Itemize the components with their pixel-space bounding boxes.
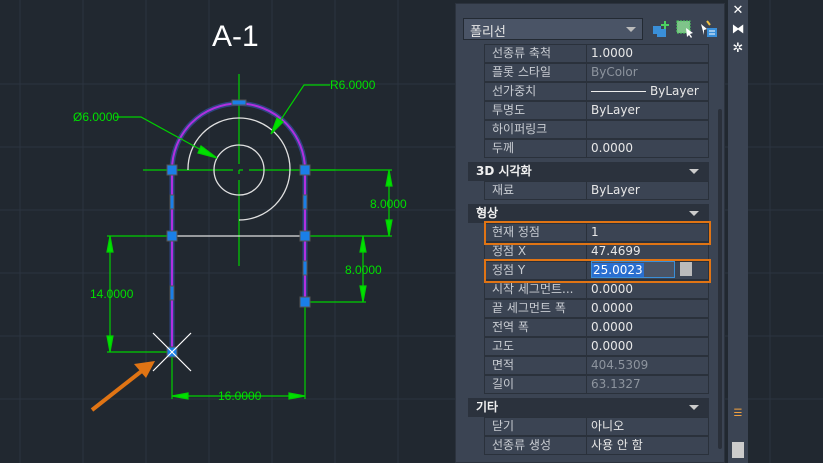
prop-value[interactable]: 47.4699 xyxy=(591,244,641,258)
section-geometry[interactable]: 형상 xyxy=(468,204,709,223)
prop-row[interactable]: 전역 폭 0.0000 xyxy=(484,318,709,337)
prop-label: 끝 세그먼트 폭 xyxy=(485,300,587,317)
lineweight-sample xyxy=(591,91,646,92)
select-objects-icon[interactable] xyxy=(676,20,694,38)
prop-label: 면적 xyxy=(485,357,587,374)
highlight-vertex-y xyxy=(484,259,711,283)
crosshair-cursor-icon xyxy=(152,332,192,372)
inner-circle[interactable] xyxy=(213,144,265,196)
close-icon[interactable]: ✕ xyxy=(732,3,744,18)
quick-select-icon[interactable] xyxy=(652,20,670,38)
panel-icon[interactable] xyxy=(732,442,744,458)
prop-label: 하이퍼링크 xyxy=(485,121,587,138)
prop-label: 투명도 xyxy=(485,102,587,119)
prop-value[interactable]: 0.0000 xyxy=(591,301,633,315)
prop-row[interactable]: 길이 63.1327 xyxy=(484,375,709,394)
dim-14-text: 14.0000 xyxy=(90,287,134,301)
prop-value: ByColor xyxy=(591,65,638,79)
prop-label: 두께 xyxy=(485,140,587,157)
prop-value[interactable]: 0.0000 xyxy=(591,339,633,353)
prop-row[interactable]: 끝 세그먼트 폭 0.0000 xyxy=(484,299,709,318)
orange-arrow-icon xyxy=(90,361,155,412)
prop-row[interactable]: 고도 0.0000 xyxy=(484,337,709,356)
prop-row[interactable]: 투명도 ByLayer xyxy=(484,101,709,120)
prop-value: ByLayer xyxy=(587,83,708,100)
prop-row[interactable]: 플롯 스타일 ByColor xyxy=(484,63,709,82)
lineweight-value: ByLayer xyxy=(650,84,699,98)
prop-value[interactable]: 아니오 xyxy=(591,419,625,433)
radius-dim-text: R6.0000 xyxy=(330,78,376,92)
dim-8-upper-text: 8.0000 xyxy=(370,197,407,211)
auto-hide-icon[interactable]: ⧓ xyxy=(731,22,745,37)
object-type-dropdown[interactable]: 폴리선 xyxy=(463,18,643,40)
prop-row[interactable]: 선종류 축척 1.0000 xyxy=(484,44,709,63)
prop-row[interactable]: 선가중치 ByLayer xyxy=(484,82,709,101)
prop-value[interactable]: 사용 안 함 xyxy=(591,438,643,452)
prop-row-vertex-y[interactable]: 정점 Y 25.0023 xyxy=(484,261,709,280)
diameter-dim-text: Ø6.0000 xyxy=(73,110,119,124)
vertex-y-value: 25.0023 xyxy=(592,263,644,277)
section-title: 3D 시각화 xyxy=(476,164,532,178)
prop-label: 시작 세그먼트... xyxy=(485,281,587,298)
prop-value: 63.1327 xyxy=(591,377,641,391)
prop-value: ByLayer xyxy=(591,103,640,117)
outer-arc[interactable] xyxy=(187,117,291,221)
prop-label: 전역 폭 xyxy=(485,319,587,336)
vertex-y-input[interactable]: 25.0023 xyxy=(591,261,675,278)
scrollbar[interactable] xyxy=(718,109,722,449)
settings-icon[interactable]: ✲ xyxy=(732,41,744,56)
collapse-icon[interactable] xyxy=(689,405,699,415)
prop-value xyxy=(587,121,708,138)
section-title: 형상 xyxy=(476,206,499,220)
section-title: 기타 xyxy=(476,400,499,414)
prop-row[interactable]: 재료 ByLayer xyxy=(484,181,709,200)
prop-value: 1.0000 xyxy=(591,46,633,60)
prop-row[interactable]: 하이퍼링크 xyxy=(484,120,709,139)
prop-value[interactable]: 1 xyxy=(591,225,599,239)
prop-value[interactable]: 0.0000 xyxy=(591,320,633,334)
prop-row[interactable]: 면적 404.5309 xyxy=(484,356,709,375)
palette-titlebar: ✕ ⧓ ✲ ☰ xyxy=(728,0,748,463)
section-misc[interactable]: 기타 xyxy=(468,398,709,417)
prop-value: 0.0000 xyxy=(591,141,633,155)
prop-label: 정점 Y xyxy=(485,262,587,279)
prop-value: 404.5309 xyxy=(591,358,649,372)
dim-8-lower-text: 8.0000 xyxy=(345,263,382,277)
toggle-pickadd-icon[interactable] xyxy=(700,20,718,38)
prop-row[interactable]: 닫기 아니오 xyxy=(484,417,709,436)
prop-label: 선종류 생성 xyxy=(485,437,587,454)
collapse-icon[interactable] xyxy=(689,211,699,221)
object-type-value: 폴리선 xyxy=(470,25,506,40)
prop-row[interactable]: 두께 0.0000 xyxy=(484,139,709,158)
prop-label: 재료 xyxy=(485,182,587,199)
properties-icon[interactable]: ☰ xyxy=(733,408,743,419)
calculator-icon[interactable] xyxy=(680,262,692,276)
section-3d-visualization[interactable]: 3D 시각화 xyxy=(468,162,709,181)
prop-label: 현재 정점 xyxy=(485,224,587,241)
prop-value[interactable]: 0.0000 xyxy=(591,282,633,296)
prop-label: 고도 xyxy=(485,338,587,355)
prop-label: 닫기 xyxy=(485,418,587,435)
prop-value: ByLayer xyxy=(591,183,640,197)
properties-panel: 폴리선 선종류 축척 1.0000 플롯 스타일 ByColor 선가중치 ByLay… xyxy=(455,3,725,463)
prop-row[interactable]: 선종류 생성 사용 안 함 xyxy=(484,436,709,455)
dim-16-text: 16.0000 xyxy=(218,389,262,403)
collapse-icon[interactable] xyxy=(689,169,699,179)
dimensions xyxy=(106,84,393,400)
highlight-current-vertex xyxy=(484,221,711,245)
prop-label: 정점 X xyxy=(485,243,587,260)
prop-label: 플롯 스타일 xyxy=(485,64,587,81)
prop-row[interactable]: 시작 세그먼트... 0.0000 xyxy=(484,280,709,299)
prop-label: 길이 xyxy=(485,376,587,393)
prop-label: 선종류 축척 xyxy=(485,45,587,62)
prop-label: 선가중치 xyxy=(485,83,587,100)
drawing-title: A-1 xyxy=(212,20,259,53)
